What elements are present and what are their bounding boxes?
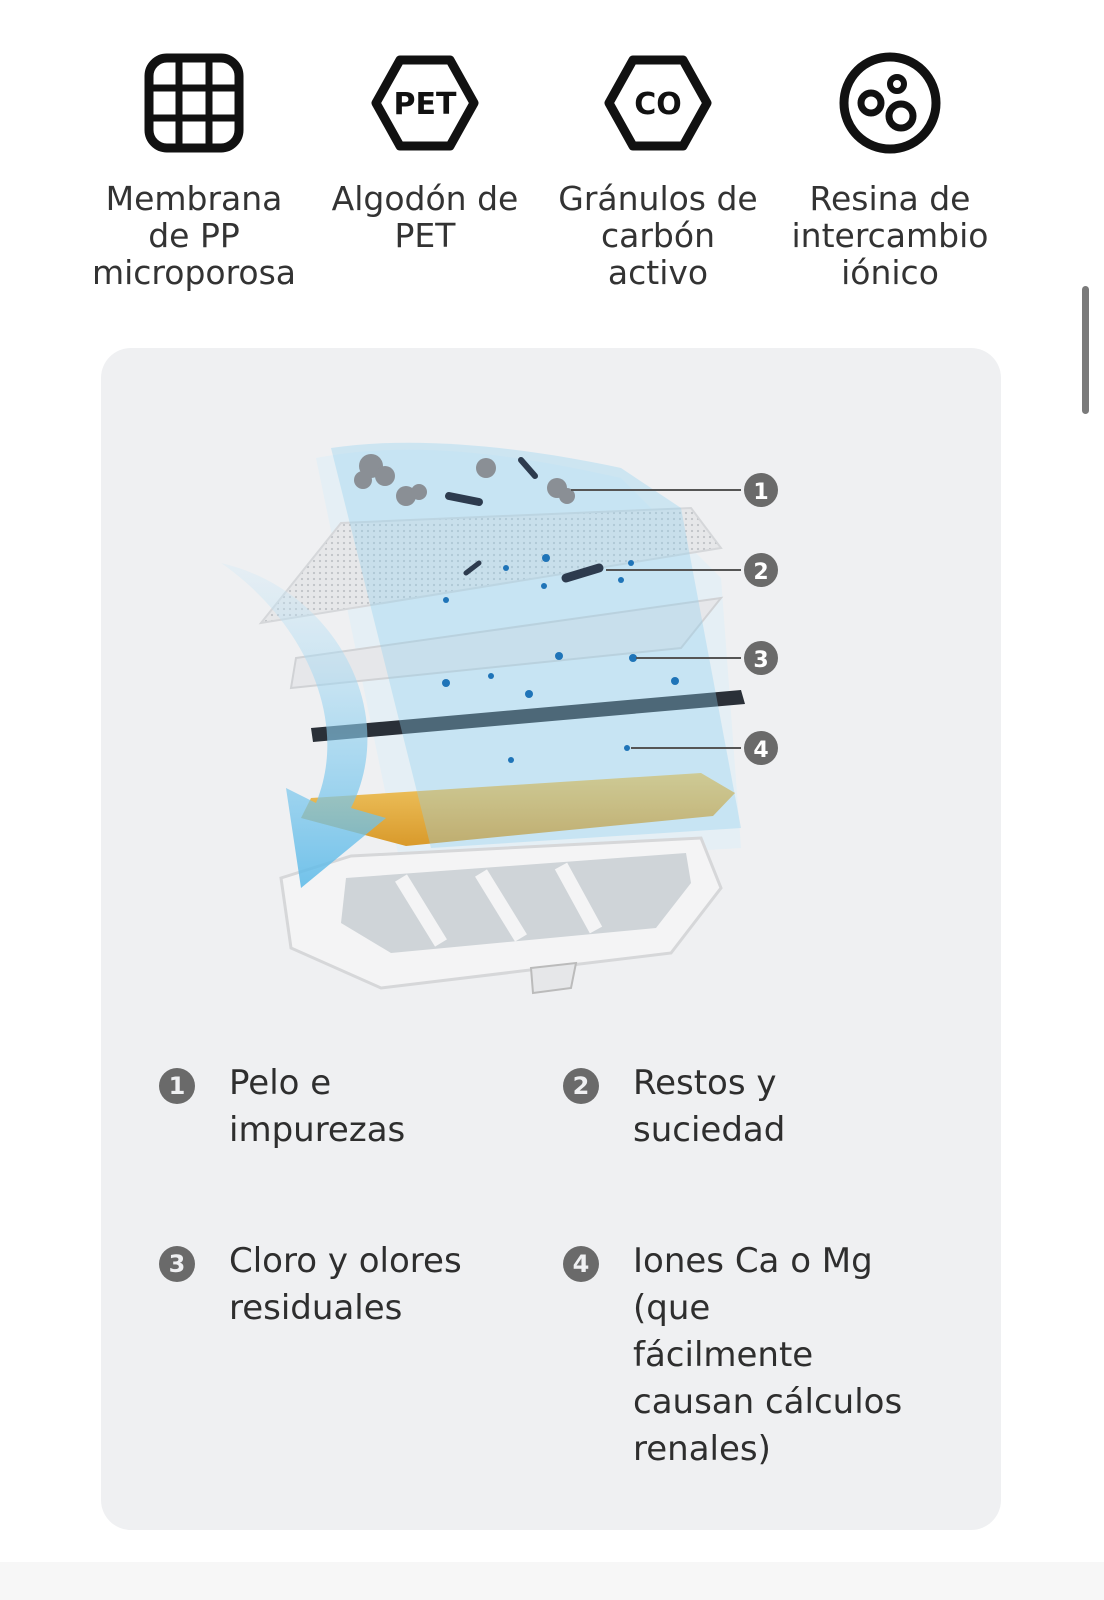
legend-number-badge: 2	[563, 1068, 599, 1104]
layer-pp-membrane	[258, 506, 723, 625]
layer-activated-carbon	[311, 690, 745, 742]
material-pp-membrane: Membrana de PP microporosa	[84, 48, 304, 291]
material-pet-cotton: PET Algodón de PET	[315, 48, 535, 254]
water-flow-arrow	[221, 563, 386, 888]
debris-particles	[445, 457, 604, 583]
material-activated-carbon: CO Gránulos de carbón activo	[548, 48, 768, 291]
filter-base-frame	[279, 836, 723, 995]
legend-number-badge: 4	[563, 1246, 599, 1282]
scrollbar-thumb[interactable]	[1082, 286, 1089, 414]
layer-pet-cotton	[289, 596, 724, 690]
pet-badge-text: PET	[394, 87, 457, 122]
material-label: Resina de intercambio iónico	[791, 179, 989, 292]
filter-materials-row: Membrana de PP microporosa PET Algodón d…	[0, 0, 1104, 320]
layer-ion-resin	[301, 773, 735, 846]
callout-3: 3	[744, 641, 778, 675]
legend-text: Restos y suciedad	[633, 1063, 786, 1150]
callout-4: 4	[744, 731, 778, 765]
callout-lines	[571, 489, 741, 749]
svg-text:3: 3	[753, 648, 768, 673]
callout-2: 2	[744, 553, 778, 587]
hair-impurity-particles	[354, 454, 575, 506]
svg-text:1: 1	[753, 480, 768, 505]
legend-number-badge: 3	[159, 1246, 195, 1282]
chlorine-particles	[442, 554, 679, 763]
bottom-bar	[0, 1562, 1104, 1600]
filter-layers-card: 1 2 3 4 1 Pelo e impurezas 2 Restos y su…	[101, 348, 1001, 1530]
material-ion-resin: Resina de intercambio iónico	[780, 48, 1000, 291]
co-badge-text: CO	[634, 87, 682, 122]
water-flow-column	[331, 442, 741, 848]
legend-text: Iones Ca o Mg (que fácilmente causan cál…	[633, 1241, 903, 1469]
material-label: Algodón de PET	[331, 179, 519, 255]
legend-text: Cloro y olores residuales	[229, 1241, 462, 1328]
resin-beads-icon	[839, 52, 941, 154]
pet-hexagon-icon: PET	[371, 55, 479, 151]
co-hexagon-icon: CO	[604, 55, 712, 151]
legend-text: Pelo e impurezas	[229, 1063, 406, 1150]
svg-text:2: 2	[753, 560, 768, 585]
svg-text:4: 4	[753, 738, 768, 763]
callout-1: 1	[744, 473, 778, 507]
legend-number-badge: 1	[159, 1068, 195, 1104]
material-label: Membrana de PP microporosa	[91, 179, 297, 292]
material-label: Gránulos de carbón activo	[558, 179, 758, 292]
grid-membrane-icon	[144, 53, 244, 153]
filter-exploded-diagram: 1 2 3 4	[221, 442, 778, 995]
